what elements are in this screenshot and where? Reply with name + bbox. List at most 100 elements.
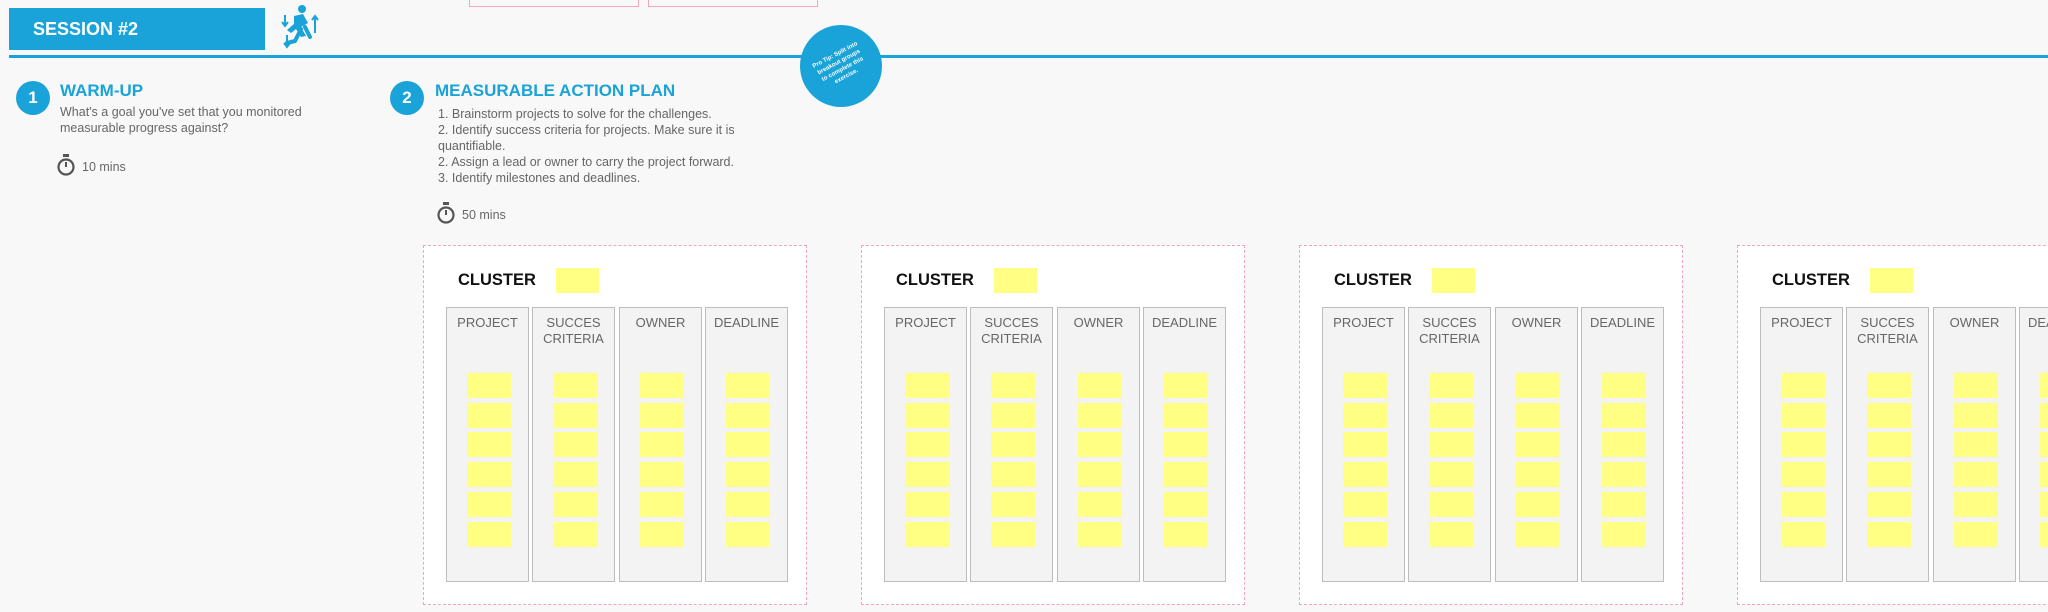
cluster-name-sticky-note[interactable] [1432, 268, 1475, 293]
sticky-note[interactable] [726, 432, 770, 457]
sticky-note[interactable] [905, 403, 949, 428]
sticky-note[interactable] [467, 432, 511, 457]
sticky-note[interactable] [1078, 403, 1122, 428]
sticky-note[interactable] [467, 522, 511, 547]
sticky-note[interactable] [1429, 522, 1473, 547]
sticky-note[interactable] [1602, 432, 1646, 457]
sticky-note[interactable] [1429, 373, 1473, 398]
sticky-note[interactable] [1867, 432, 1911, 457]
sticky-note[interactable] [1164, 432, 1208, 457]
cluster-name-sticky-note[interactable] [1870, 268, 1913, 293]
sticky-note[interactable] [1078, 492, 1122, 517]
sticky-note[interactable] [1954, 462, 1998, 487]
sticky-note[interactable] [467, 403, 511, 428]
sticky-note[interactable] [1078, 432, 1122, 457]
sticky-note[interactable] [1602, 522, 1646, 547]
sticky-note[interactable] [553, 432, 597, 457]
sticky-note[interactable] [1516, 403, 1560, 428]
sticky-note[interactable] [640, 492, 684, 517]
sticky-note[interactable] [1516, 492, 1560, 517]
sticky-note[interactable] [1516, 373, 1560, 398]
sticky-note[interactable] [905, 492, 949, 517]
sticky-note[interactable] [905, 462, 949, 487]
sticky-note[interactable] [1343, 522, 1387, 547]
sticky-note[interactable] [1954, 432, 1998, 457]
sticky-note[interactable] [726, 462, 770, 487]
sticky-note[interactable] [640, 462, 684, 487]
sticky-note[interactable] [1602, 373, 1646, 398]
sticky-note[interactable] [991, 492, 1035, 517]
sticky-note[interactable] [1867, 373, 1911, 398]
sticky-note[interactable] [1343, 462, 1387, 487]
sticky-note[interactable] [2040, 432, 2048, 457]
sticky-note[interactable] [991, 522, 1035, 547]
sticky-note[interactable] [1867, 492, 1911, 517]
sticky-note[interactable] [1343, 492, 1387, 517]
sticky-note[interactable] [991, 462, 1035, 487]
sticky-note[interactable] [553, 492, 597, 517]
sticky-note[interactable] [905, 522, 949, 547]
sticky-note[interactable] [1164, 522, 1208, 547]
sticky-note[interactable] [1602, 462, 1646, 487]
sticky-note[interactable] [640, 373, 684, 398]
sticky-note[interactable] [905, 432, 949, 457]
sticky-note[interactable] [1516, 432, 1560, 457]
sticky-note[interactable] [1954, 492, 1998, 517]
sticky-note[interactable] [2040, 403, 2048, 428]
sticky-note[interactable] [726, 492, 770, 517]
sticky-note[interactable] [1781, 522, 1825, 547]
sticky-note[interactable] [726, 522, 770, 547]
sticky-note[interactable] [467, 373, 511, 398]
sticky-note[interactable] [726, 403, 770, 428]
sticky-note[interactable] [1867, 462, 1911, 487]
sticky-note[interactable] [991, 432, 1035, 457]
sticky-note[interactable] [640, 403, 684, 428]
sticky-note[interactable] [1164, 492, 1208, 517]
sticky-note[interactable] [2040, 522, 2048, 547]
sticky-note[interactable] [1164, 462, 1208, 487]
cluster-name-sticky-note[interactable] [556, 268, 599, 293]
sticky-note[interactable] [1954, 403, 1998, 428]
sticky-note[interactable] [726, 373, 770, 398]
cluster-name-sticky-note[interactable] [994, 268, 1037, 293]
sticky-note[interactable] [1164, 403, 1208, 428]
sticky-note[interactable] [1954, 373, 1998, 398]
sticky-note[interactable] [1867, 403, 1911, 428]
sticky-note[interactable] [905, 373, 949, 398]
sticky-note[interactable] [553, 462, 597, 487]
sticky-note[interactable] [1867, 522, 1911, 547]
sticky-note[interactable] [467, 462, 511, 487]
sticky-note[interactable] [1954, 522, 1998, 547]
sticky-note[interactable] [1781, 432, 1825, 457]
sticky-note[interactable] [991, 403, 1035, 428]
sticky-note[interactable] [2040, 492, 2048, 517]
sticky-note[interactable] [1781, 462, 1825, 487]
sticky-note[interactable] [467, 492, 511, 517]
sticky-note[interactable] [640, 522, 684, 547]
sticky-note[interactable] [1343, 373, 1387, 398]
sticky-note[interactable] [1343, 432, 1387, 457]
sticky-note[interactable] [1781, 492, 1825, 517]
sticky-note[interactable] [1078, 462, 1122, 487]
sticky-note[interactable] [1078, 522, 1122, 547]
sticky-note[interactable] [1781, 373, 1825, 398]
sticky-note[interactable] [1781, 403, 1825, 428]
sticky-note[interactable] [1429, 492, 1473, 517]
sticky-note[interactable] [553, 522, 597, 547]
sticky-note[interactable] [1516, 462, 1560, 487]
sticky-note[interactable] [1343, 403, 1387, 428]
sticky-note[interactable] [1429, 403, 1473, 428]
sticky-note[interactable] [991, 373, 1035, 398]
sticky-note[interactable] [1602, 403, 1646, 428]
sticky-note[interactable] [1078, 373, 1122, 398]
sticky-note[interactable] [1602, 492, 1646, 517]
sticky-note[interactable] [553, 403, 597, 428]
sticky-note[interactable] [1516, 522, 1560, 547]
sticky-note[interactable] [1429, 462, 1473, 487]
sticky-note[interactable] [2040, 462, 2048, 487]
sticky-note[interactable] [553, 373, 597, 398]
